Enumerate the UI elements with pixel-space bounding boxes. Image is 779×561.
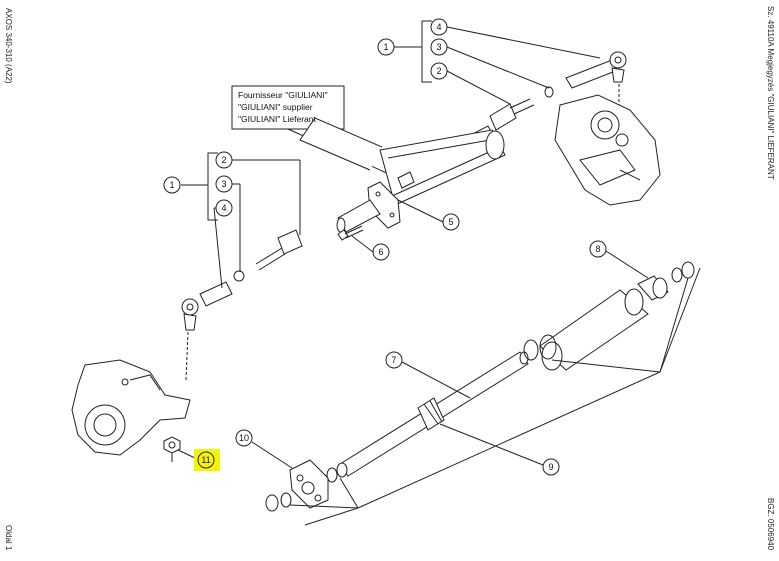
svg-text:9: 9 — [548, 462, 553, 472]
nut-part-11 — [163, 436, 181, 462]
svg-text:2: 2 — [436, 66, 441, 76]
callout-5[interactable]: 5 — [442, 213, 460, 231]
supplier-note-line2: "GIULIANI" supplier — [238, 102, 313, 112]
flange-part-10 — [265, 459, 329, 512]
steering-knuckle-left — [71, 359, 191, 456]
tie-rod-right — [489, 51, 627, 131]
callout-3-left[interactable]: 3 — [215, 175, 233, 193]
callout-4-right[interactable]: 4 — [430, 18, 448, 36]
callout-10[interactable]: 10 — [235, 429, 253, 447]
callout-9[interactable]: 9 — [542, 458, 560, 476]
svg-text:8: 8 — [595, 244, 600, 254]
steering-knuckle-right — [554, 94, 661, 206]
supplier-note-line1: Fournisseur "GIULIANI" — [238, 90, 328, 100]
callout-11-highlighted[interactable]: 11 — [194, 449, 220, 471]
callout-1-right[interactable]: 1 — [377, 38, 395, 56]
bolt-part-6 — [337, 225, 364, 241]
bracket-left — [207, 152, 218, 221]
svg-text:7: 7 — [391, 355, 396, 365]
svg-text:3: 3 — [436, 42, 441, 52]
steering-cylinder — [299, 117, 506, 233]
callout-3-right[interactable]: 3 — [430, 38, 448, 56]
supplier-note-line3: "GIULIANI" Lieferant — [238, 114, 316, 124]
callout-8[interactable]: 8 — [589, 240, 607, 258]
svg-text:1: 1 — [383, 42, 388, 52]
callout-4-left[interactable]: 4 — [215, 199, 233, 217]
callout-2-left[interactable]: 2 — [215, 151, 233, 169]
svg-text:4: 4 — [221, 203, 226, 213]
tie-rod-left — [181, 229, 303, 381]
callout-6[interactable]: 6 — [372, 243, 390, 261]
seal-rings-middle — [523, 334, 557, 361]
callout-1-left[interactable]: 1 — [163, 176, 181, 194]
svg-text:4: 4 — [436, 22, 441, 32]
svg-text:2: 2 — [221, 155, 226, 165]
bracket-right — [421, 20, 432, 83]
supplier-note-box — [231, 85, 345, 130]
lower-cylinder — [326, 288, 649, 483]
seal-kit-part-8 — [637, 261, 695, 301]
svg-text:5: 5 — [448, 217, 453, 227]
svg-text:6: 6 — [378, 247, 383, 257]
callout-2-right[interactable]: 2 — [430, 62, 448, 80]
svg-text:11: 11 — [201, 455, 210, 465]
svg-text:10: 10 — [239, 433, 249, 443]
svg-text:1: 1 — [169, 180, 174, 190]
svg-text:3: 3 — [221, 179, 226, 189]
callout-7[interactable]: 7 — [385, 351, 403, 369]
